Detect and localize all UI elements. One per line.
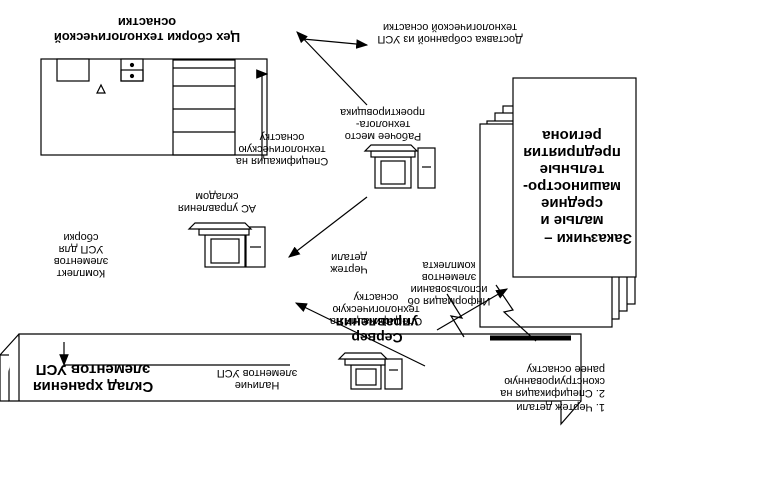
as-warehouse-computer: [187, 222, 266, 268]
input-spec-label: 2. Спецификация на сконструированную ран…: [500, 363, 605, 399]
customers-body: малые и средние машиностро-тельные предп…: [523, 127, 621, 229]
server-label: Сервер управления: [335, 315, 419, 346]
shop-floor-plan: [40, 58, 268, 156]
kit-label: Комплект элементов УСП для сборки: [53, 231, 109, 279]
warehouse-box: [0, 333, 582, 426]
customers-stack: [479, 77, 637, 328]
flow-arrows: [59, 31, 509, 367]
spec-assembly-label: Спецификация на технологическую оснастку: [235, 131, 329, 167]
info-usage-label: Информация об использовании элементов ко…: [407, 259, 491, 307]
workplace-label: Рабочее место технолога-проектировщика: [340, 106, 425, 142]
customers-title: Заказчики –: [544, 230, 632, 247]
workplace-computer: [363, 144, 436, 189]
drawing-part-label: Чертеж детали: [330, 251, 368, 275]
warehouse-label: Склад хранения элементов УСП: [32, 361, 154, 395]
input-drawing-label: 1. Чертеж детали: [516, 401, 605, 413]
server-computer: [337, 352, 403, 390]
shop-label: Цех сборки технологической оснастки: [53, 15, 241, 45]
info-zigzag: [446, 293, 465, 338]
presence-label: Наличие элементов УСП: [216, 367, 298, 391]
delivery-label: Доставка собранной из УСП технологическо…: [377, 21, 523, 45]
as-warehouse-label: АС управления складом: [177, 190, 257, 214]
